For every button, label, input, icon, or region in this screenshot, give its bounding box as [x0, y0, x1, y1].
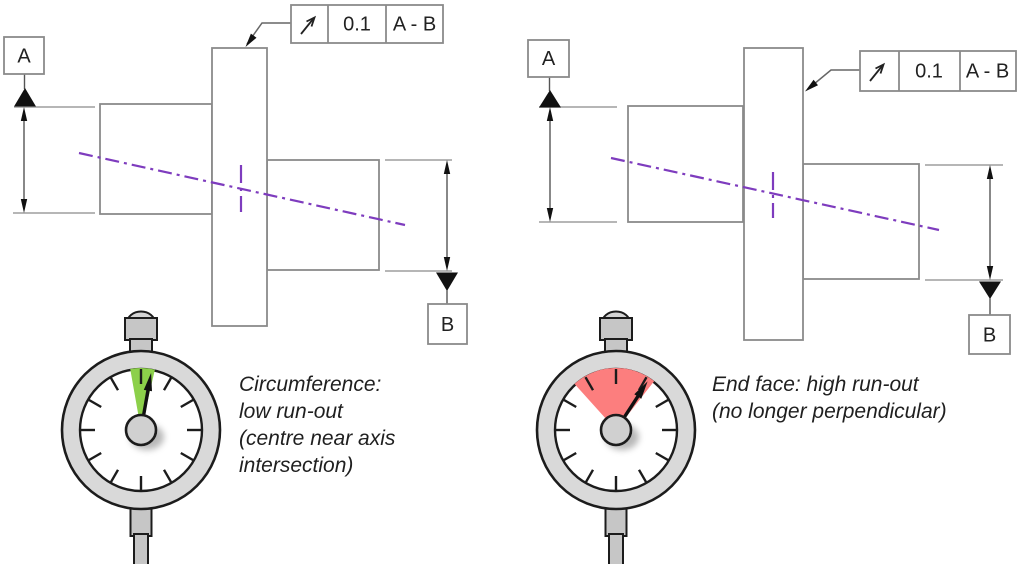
right-datum-a-box: [527, 39, 570, 78]
right-gauge-rod: [608, 533, 624, 564]
right-fcf-tolerance: 0.1: [915, 61, 943, 83]
left-feature-control-frame: 0.1 A - B: [290, 4, 444, 44]
left-datum-b-label: B: [441, 314, 454, 336]
left-shaft-section-right: [266, 159, 380, 271]
left-datum-a-box: [3, 36, 45, 75]
right-caption-line: (no longer perpendicular): [712, 400, 947, 423]
left-datum-a-label: A: [17, 46, 31, 68]
left-gauge-ticks: [80, 369, 202, 491]
right-axis-centerline: [610, 156, 940, 232]
left-fcf-datums: A - B: [393, 14, 436, 36]
right-fcf-datums: A - B: [966, 61, 1009, 83]
left-shaft-section-left: [99, 103, 213, 215]
right-datum-a-triangle-icon: [539, 90, 561, 108]
right-gauge-ticks: [555, 369, 677, 491]
left-caption-line: Circumference:: [239, 373, 382, 396]
right-shaft-section-right: [802, 163, 920, 280]
left-caption: Circumference: low run-out (centre near …: [239, 371, 395, 479]
right-shaft-section-left: [627, 105, 744, 223]
left-datum-b-triangle-icon: [436, 272, 458, 291]
right-gauge-hub: [599, 413, 633, 447]
right-panel: A B 0.1 A - B: [527, 39, 1017, 564]
left-caption-line: (centre near axis: [239, 427, 396, 450]
left-panel: A B 0.1 A - B: [3, 4, 468, 564]
right-dimension-b: [986, 165, 994, 280]
left-dimension-a: [20, 107, 28, 213]
right-dimension-a: [546, 107, 554, 222]
left-gauge-hub: [124, 413, 158, 447]
circular-runout-icon: [869, 62, 886, 82]
right-datum-b-label: B: [983, 325, 996, 347]
left-caption-line: intersection): [239, 454, 354, 477]
left-fcf-leader-arrow-icon: [245, 33, 257, 47]
right-datum-b-triangle-icon: [979, 281, 1001, 299]
right-gauge-zone-wedge: [574, 367, 655, 430]
right-caption-line: End face: high run-out: [712, 373, 919, 396]
right-datum-b-box: [968, 314, 1011, 355]
right-dial-gauge: [535, 310, 697, 564]
left-caption-line: low run-out: [239, 400, 343, 423]
circular-runout-icon: [300, 15, 317, 35]
left-datum-b-box: [427, 303, 468, 345]
left-datum-a-triangle-icon: [14, 88, 36, 107]
right-feature-control-frame: 0.1 A - B: [859, 50, 1017, 92]
left-shaft-flange: [211, 47, 268, 327]
left-fcf-leader: [246, 22, 291, 45]
right-fcf-leader-arrow-icon: [805, 79, 818, 92]
left-gauge-rod: [133, 533, 149, 564]
right-gauge-knob-cap: [599, 317, 633, 341]
left-fcf-tolerance: 0.1: [343, 14, 371, 36]
left-extension-lines: [13, 106, 452, 272]
left-dial-gauge: [60, 310, 222, 564]
left-shaft-drawing: [99, 47, 380, 327]
right-datum-a-label: A: [542, 48, 556, 70]
left-gauge-knob-cap: [124, 317, 158, 341]
left-dimension-b: [443, 160, 451, 271]
right-caption: End face: high run-out (no longer perpen…: [712, 371, 947, 425]
